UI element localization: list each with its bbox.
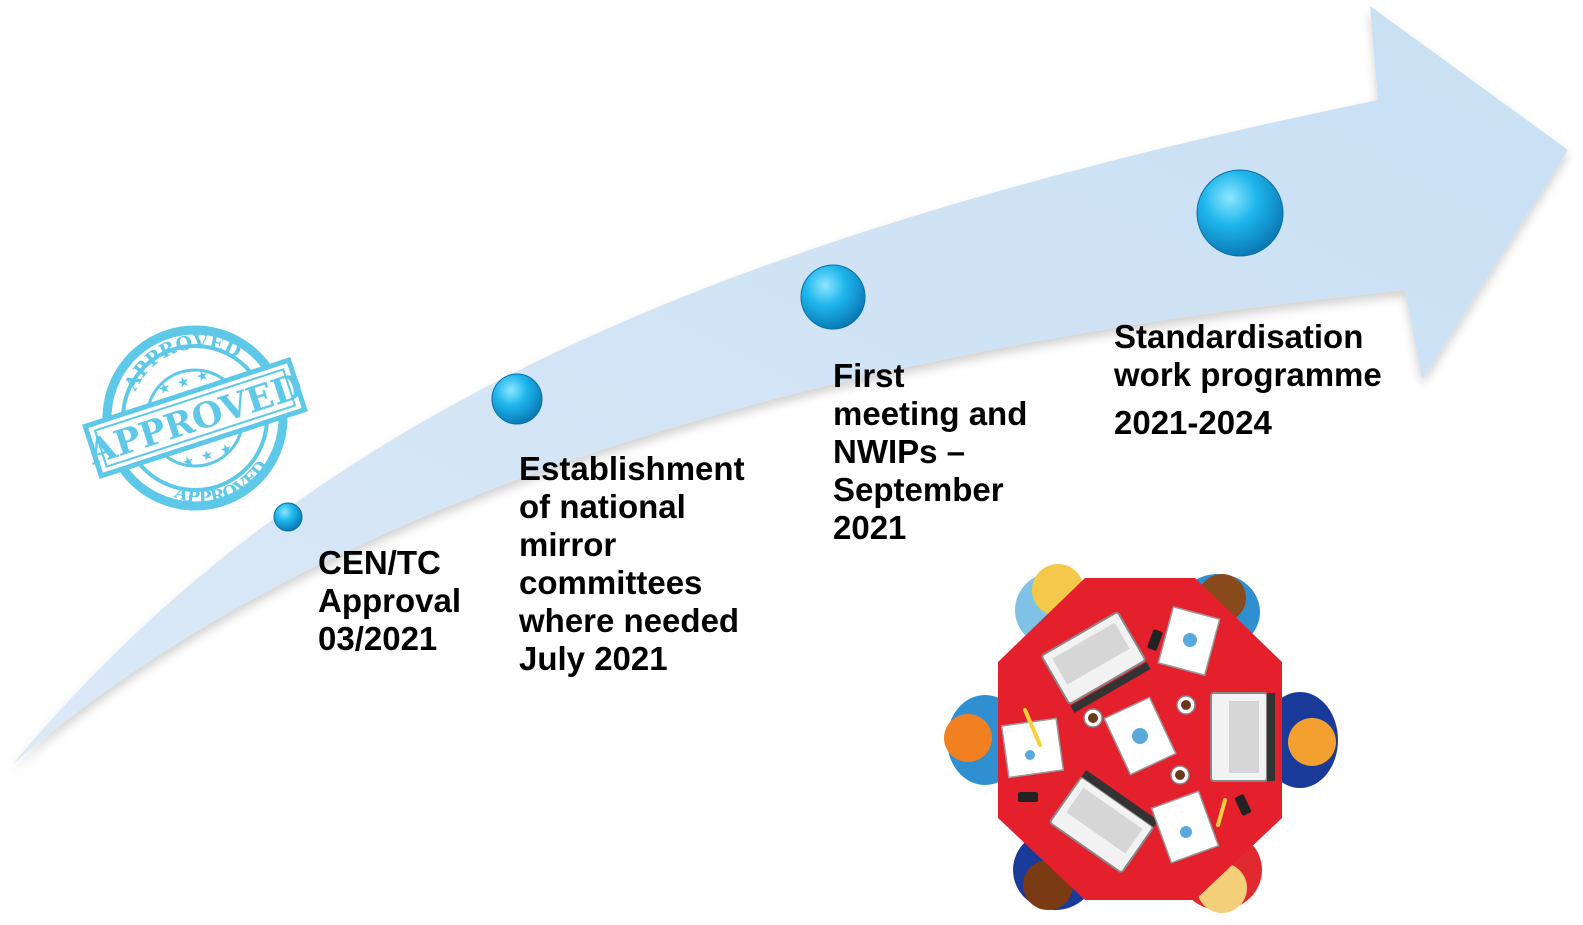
- milestone-label-line: of national: [519, 488, 686, 525]
- phone-icon: [1234, 794, 1252, 816]
- stamp-star-icon: ★: [218, 440, 235, 459]
- stamp-star-icon: ★: [199, 446, 216, 465]
- milestone-label-line: NWIPs –: [833, 433, 966, 470]
- milestone-label-line: CEN/TC: [318, 544, 441, 581]
- phones: [1018, 629, 1252, 816]
- milestone-label-line: 2021: [833, 509, 907, 546]
- milestone-label-line: work programme: [1114, 356, 1382, 393]
- milestone-label-work-programme: Standardisation work programme 2021-2024: [1114, 318, 1382, 442]
- milestone-label-line: September: [833, 471, 1004, 508]
- milestone-label-line: Approval: [318, 582, 462, 619]
- milestone-label-first-meeting: First meeting and NWIPs – September 2021: [833, 357, 1027, 547]
- milestone-dot-4: [1196, 169, 1284, 257]
- milestone-label-line: where needed: [519, 602, 740, 639]
- milestone-label-line: July 2021: [519, 640, 668, 677]
- stamp-star-icon: ★: [175, 373, 192, 392]
- document-charts: [1025, 633, 1197, 838]
- person-head-icon: [1288, 718, 1336, 766]
- milestone-label-line: 03/2021: [318, 620, 438, 657]
- milestone-label-cen-tc-approval: CEN/TC Approval 03/2021: [318, 544, 461, 658]
- pencil-icon: [1216, 798, 1227, 827]
- laptops: [1041, 611, 1275, 873]
- milestone-label-line: mirror: [519, 526, 617, 563]
- milestone-dot-1: [273, 502, 303, 532]
- milestone-label-line: First: [833, 357, 905, 394]
- stamp-star-icon: ★: [156, 379, 173, 398]
- stamp-star-icon: ★: [180, 453, 197, 472]
- stamp-star-icon: ★: [194, 367, 211, 386]
- phone-icon: [1018, 792, 1038, 802]
- pencils: [1023, 708, 1227, 827]
- milestone-label-line: 2021-2024: [1114, 404, 1272, 441]
- milestone-label-line: meeting and: [833, 395, 1028, 432]
- milestone-label-mirror-committees: Establishment of national mirror committ…: [519, 450, 745, 678]
- person-head-icon: [944, 714, 992, 762]
- pencil-icon: [1023, 708, 1042, 747]
- milestone-label-line: Establishment: [519, 450, 745, 487]
- milestone-dot-2: [491, 373, 543, 425]
- coffee-cups: [1083, 695, 1196, 785]
- phone-icon: [1147, 629, 1163, 651]
- milestone-dot-3: [800, 264, 866, 330]
- milestone-label-line: Standardisation: [1114, 318, 1364, 355]
- milestone-label-line: committees: [519, 564, 703, 601]
- timeline-arrow: [12, 6, 1568, 765]
